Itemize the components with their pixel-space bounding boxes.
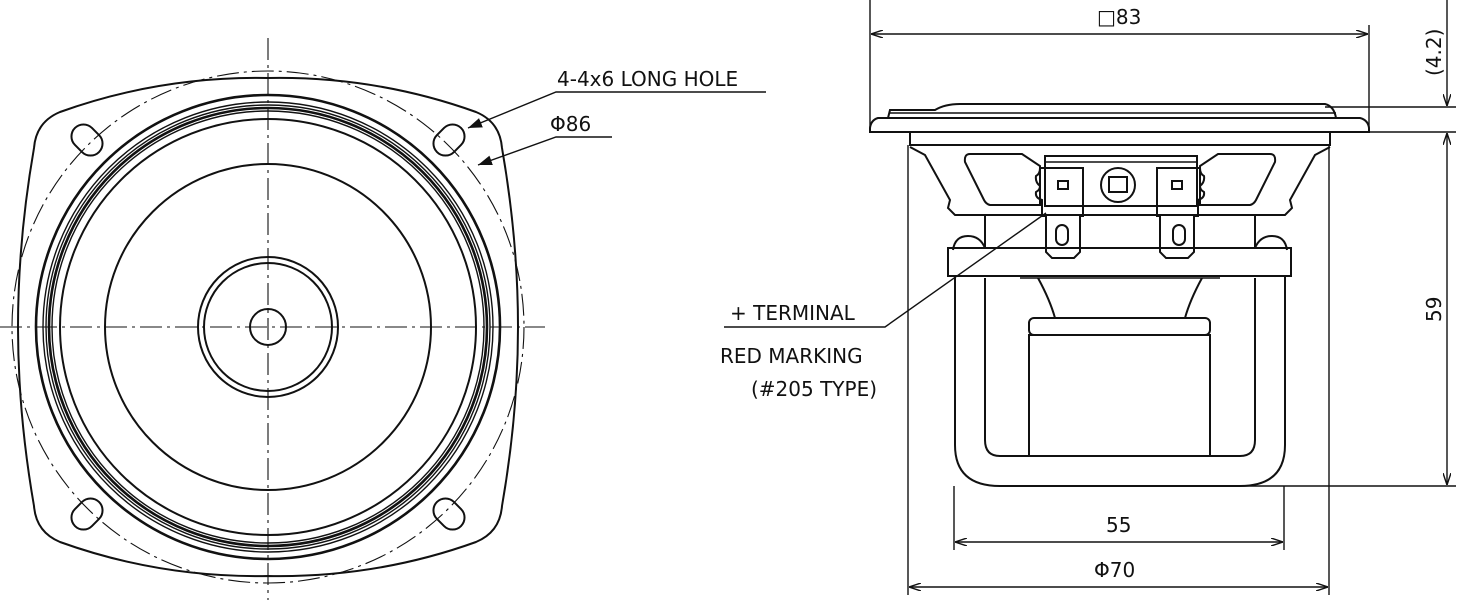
terminal-board bbox=[1044, 155, 1198, 207]
hole-leader bbox=[467, 91, 766, 129]
terminal-label-line2: RED MARKING bbox=[720, 344, 863, 368]
bolt-circle-label: Φ86 bbox=[550, 112, 591, 136]
basket-window-right bbox=[1199, 153, 1277, 206]
surround-outer bbox=[34, 93, 502, 561]
terminal-center-square bbox=[1108, 176, 1128, 193]
pole-taper bbox=[1037, 277, 1203, 319]
mounting-hole-br bbox=[432, 497, 466, 531]
flange bbox=[869, 117, 1370, 133]
bolt-circle-leader bbox=[477, 136, 612, 166]
basket bbox=[909, 132, 1331, 146]
dust-cap-outer bbox=[197, 256, 339, 398]
side-view: □83 (4.2) 59 55 Φ70 + TERMINAL RED MARKI… bbox=[720, 0, 1456, 595]
plus-terminal bbox=[1034, 167, 1084, 259]
terminal-center-boss bbox=[1100, 167, 1136, 203]
depth-label: 59 bbox=[1422, 297, 1446, 322]
cone-edge bbox=[59, 118, 477, 536]
magnet bbox=[1028, 334, 1211, 457]
yoke-inner bbox=[984, 278, 1256, 457]
flange-thickness-label: (4.2) bbox=[1422, 29, 1446, 76]
center-pole bbox=[249, 308, 287, 346]
surround-ring-3 bbox=[47, 106, 489, 548]
gasket bbox=[886, 103, 1338, 119]
mounting-hole-tl bbox=[70, 123, 104, 157]
mounting-hole-tr bbox=[432, 123, 466, 157]
surround-ring-4 bbox=[51, 110, 485, 544]
frame-outline bbox=[16, 76, 520, 578]
front-view: 4-4x6 LONG HOLE Φ86 bbox=[0, 38, 766, 600]
frame-width-label: □83 bbox=[1097, 5, 1141, 29]
terminal-label-line3: (#205 TYPE) bbox=[751, 377, 877, 401]
surround-ring-1 bbox=[42, 101, 494, 553]
mounting-hole-label: 4-4x6 LONG HOLE bbox=[557, 67, 738, 91]
basket-left-arm bbox=[909, 146, 1000, 216]
rivet-right bbox=[1254, 234, 1288, 251]
magnet-cap bbox=[1028, 317, 1211, 336]
svg-text:□83: □83 bbox=[1097, 5, 1141, 29]
top-plate bbox=[947, 247, 1292, 277]
basket-collar bbox=[984, 214, 1256, 249]
basket-window-left bbox=[963, 153, 1041, 206]
terminal-label-line1: + TERMINAL bbox=[730, 301, 856, 325]
basket-diameter-label: Φ70 bbox=[1094, 558, 1135, 582]
magnet-diameter-label: 55 bbox=[1106, 513, 1131, 537]
mounting-hole-bl bbox=[70, 497, 104, 531]
surround-ring-2 bbox=[45, 104, 491, 550]
rivet-left bbox=[952, 234, 986, 251]
yoke-outer bbox=[954, 276, 1286, 487]
cone-inner bbox=[104, 163, 432, 491]
terminal-leader bbox=[724, 212, 1047, 328]
basket-right-arm bbox=[1240, 146, 1331, 216]
bolt-circle bbox=[11, 70, 525, 584]
dust-cap-inner bbox=[203, 262, 333, 392]
